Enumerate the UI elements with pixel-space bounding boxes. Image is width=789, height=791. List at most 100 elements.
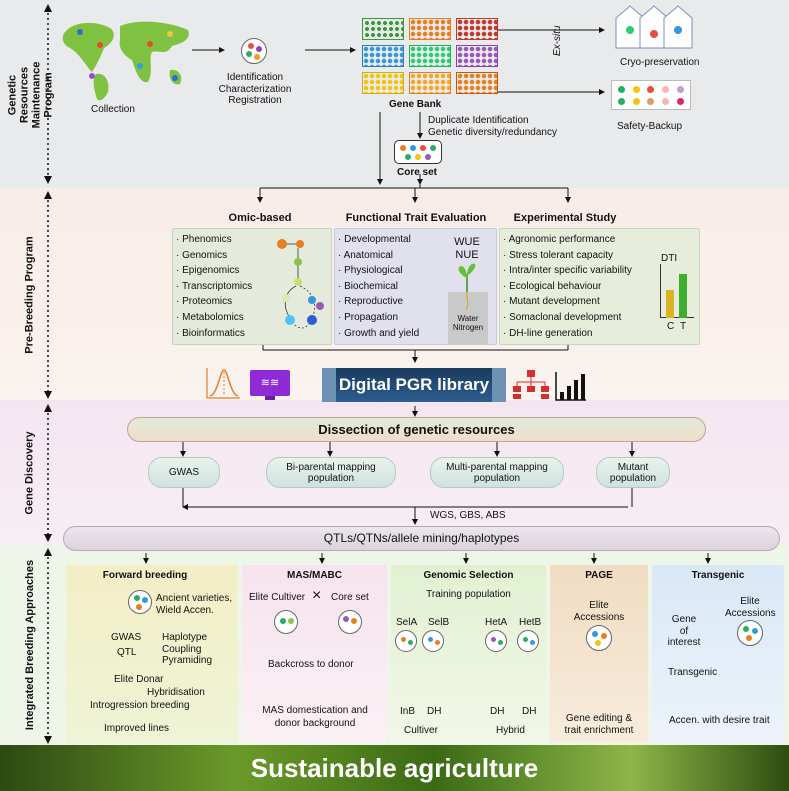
trans-dish-icon xyxy=(737,620,763,646)
dish-dot xyxy=(530,640,535,645)
bank-tray xyxy=(409,18,451,40)
dish-dot xyxy=(601,633,607,639)
list-item: DH-line generation xyxy=(503,326,632,342)
forward-title: Forward breeding xyxy=(102,570,188,581)
transgenic-title: Transgenic xyxy=(691,570,745,581)
omic-list: Phenomics Genomics Epigenomics Transcrip… xyxy=(176,232,252,341)
heta-dish-icon xyxy=(485,630,507,652)
func-title: Functional Trait Evaluation xyxy=(345,212,487,224)
cryo-label: Cryo-preservation xyxy=(620,57,700,68)
cross-icon: × xyxy=(312,587,322,604)
mas-elite-label: Elite Cultiver xyxy=(249,592,306,603)
list-item: Proteomics xyxy=(176,294,252,310)
forward-qtl: QTL xyxy=(117,647,137,658)
bank-tray xyxy=(456,18,498,40)
safety-backup-label: Safety-Backup xyxy=(617,121,683,132)
hybridisation-label: Hybridisation xyxy=(147,687,205,698)
dish-dot xyxy=(401,637,406,642)
bank-tray xyxy=(362,18,404,40)
heta-label: HetA xyxy=(485,617,508,628)
improved-label: Improved lines xyxy=(104,723,170,734)
dish-dot xyxy=(256,46,262,52)
list-item: Transcriptomics xyxy=(176,279,252,295)
exp-title: Experimental Study xyxy=(513,212,617,224)
page-panel xyxy=(550,565,648,743)
core-dot xyxy=(420,145,426,151)
dish-dot xyxy=(498,640,503,645)
list-item: Genomics xyxy=(176,248,252,264)
dish-dot xyxy=(254,54,260,60)
list-item: Biochemical xyxy=(338,279,419,295)
footer-banner xyxy=(0,745,789,791)
ancient-dish-icon xyxy=(128,590,152,614)
inb-label: InB xyxy=(400,706,416,717)
gene-bank-grid xyxy=(362,18,498,96)
dish-dot xyxy=(491,637,496,642)
domestication-label: MAS domestication and donor background xyxy=(262,705,368,729)
wue-label: WUE xyxy=(454,236,480,248)
dish-dot xyxy=(136,604,142,610)
sela-label: SelA xyxy=(396,617,418,628)
list-item: Physiological xyxy=(338,263,419,279)
gene-bank-label: Gene Bank xyxy=(389,99,442,110)
cultiver-label: Cultiver xyxy=(404,725,438,736)
list-item: Epigenomics xyxy=(176,263,252,279)
selb-label: SelB xyxy=(428,617,450,628)
qtl-pill: QTLs/QTNs/allele mining/haplotypes xyxy=(63,526,780,551)
dti-t-label: T xyxy=(680,321,687,332)
dish-dot xyxy=(592,631,598,637)
dish-dot xyxy=(288,618,294,624)
safety-backup-box xyxy=(611,80,691,110)
list-item: Bioinformatics xyxy=(176,326,252,342)
ex-situ-label: Ex-situ xyxy=(552,25,563,56)
list-item: Ecological behaviour xyxy=(503,279,632,295)
trans-elite-label: Elite Accessions xyxy=(725,596,776,619)
mas-panel xyxy=(242,565,387,743)
collection-label: Collection xyxy=(91,104,135,115)
elite-donar-label: Elite Donar xyxy=(114,674,164,685)
footer-title: Sustainable agriculture xyxy=(250,753,539,783)
ancient-label: Ancient varieties, Wield Accen. xyxy=(156,593,233,616)
core-set-box xyxy=(394,140,442,164)
list-item: Growth and yield xyxy=(338,326,419,342)
forward-gwas: GWAS xyxy=(111,632,142,643)
gs-title: Genomic Selection xyxy=(423,570,514,581)
core-dot xyxy=(410,145,416,151)
dish-dot xyxy=(343,616,349,622)
dish-dot xyxy=(246,51,252,57)
dissection-pill: Dissection of genetic resources xyxy=(127,417,706,442)
duplicate-label: Duplicate Identification Genetic diversi… xyxy=(428,115,557,138)
gene-of-interest-label: Gene of interest xyxy=(667,614,701,648)
mas-title: MAS/MABC xyxy=(287,570,342,581)
monitor-dna-glyph: ≋≋ xyxy=(260,377,280,389)
dh1-label: DH xyxy=(427,706,442,717)
hetb-label: HetB xyxy=(519,617,542,628)
dish-dot xyxy=(752,628,758,634)
exp-list: Agronomic performance Stress tolerant ca… xyxy=(503,232,632,341)
page-elite-label: Elite Accessions xyxy=(573,600,625,623)
core-dot xyxy=(405,154,411,160)
page-title: PAGE xyxy=(585,570,613,581)
digital-library-label: Digital PGR library xyxy=(338,375,490,394)
core-dot xyxy=(425,154,431,160)
list-item: Stress tolerant capacity xyxy=(503,248,632,264)
transgenic-panel xyxy=(652,565,784,743)
identification-dish-icon xyxy=(241,38,267,64)
nue-label: NUE xyxy=(455,249,479,261)
dti-c-label: C xyxy=(667,321,675,332)
dish-dot xyxy=(746,635,752,641)
core-dot xyxy=(400,145,406,151)
core-set-label: Core set xyxy=(397,167,438,178)
accen-label: Accen. with desire trait xyxy=(669,715,770,726)
hybrid-label: Hybrid xyxy=(496,725,525,736)
dish-dot xyxy=(351,618,357,624)
gwas-pill: GWAS xyxy=(148,457,220,488)
digital-library-bar: Digital PGR library xyxy=(322,368,506,402)
list-item: Phenomics xyxy=(176,232,252,248)
bank-tray xyxy=(409,45,451,67)
page-dish-icon xyxy=(586,625,612,651)
training-label: Training population xyxy=(426,589,511,600)
dish-dot xyxy=(280,618,286,624)
